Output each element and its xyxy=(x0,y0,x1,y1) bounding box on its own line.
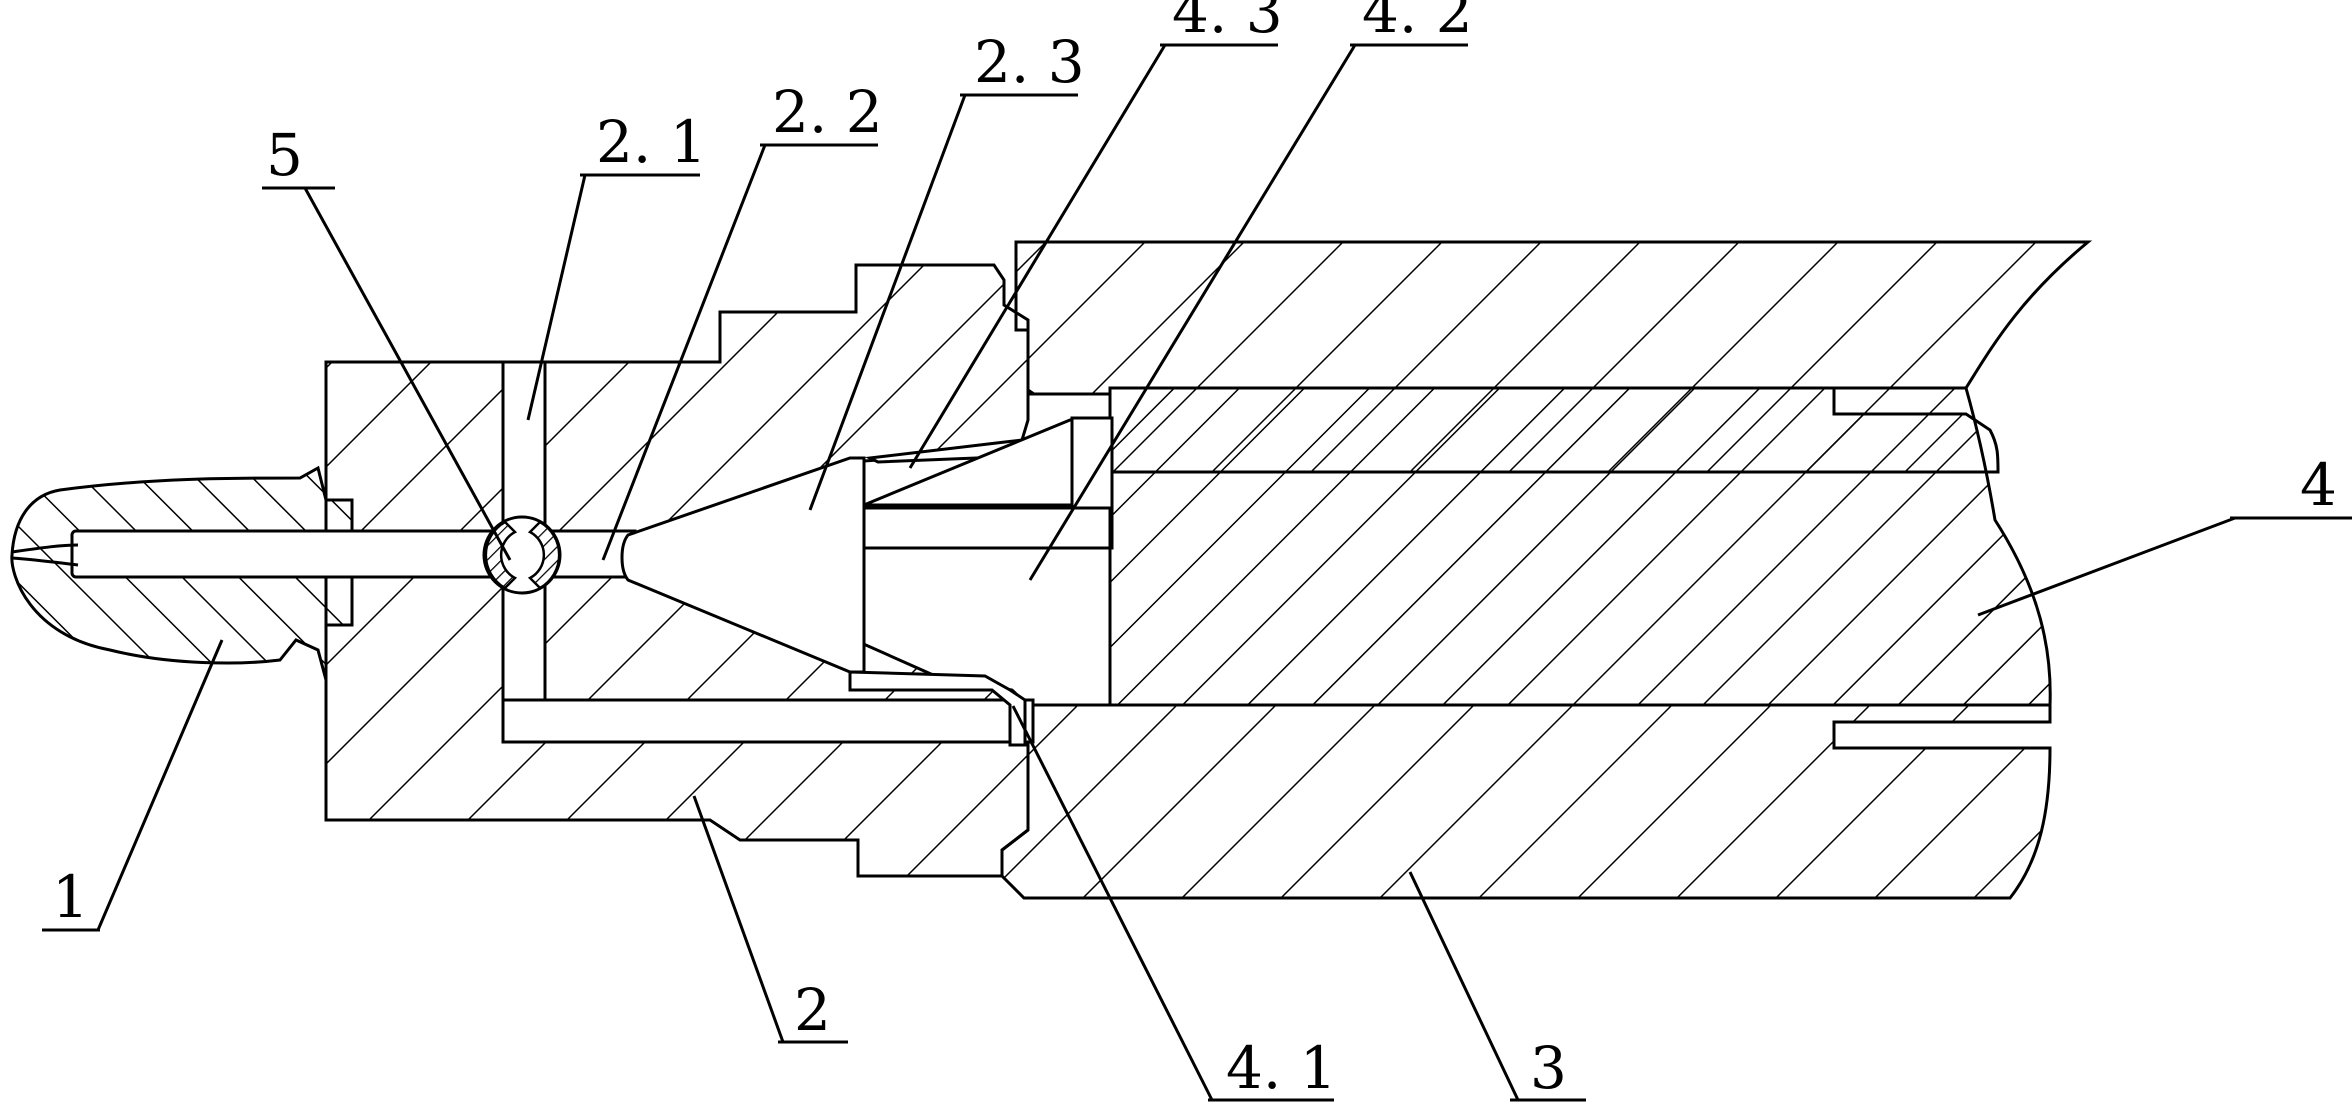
label-2-2: 2. 2 xyxy=(772,78,883,146)
label-4-1: 4. 1 xyxy=(1226,1034,1337,1102)
label-5: 5 xyxy=(266,121,303,189)
label-2-3: 2. 3 xyxy=(974,28,1085,96)
channel-4-2-horizontal xyxy=(862,506,1112,550)
part-5-seal xyxy=(484,520,561,590)
label-4: 4 xyxy=(2300,451,2337,519)
label-2: 2 xyxy=(794,976,831,1044)
leader-lines xyxy=(42,43,2352,1102)
channel-bottom xyxy=(501,698,1035,744)
cone-2-3 xyxy=(620,456,866,674)
label-4-2: 4. 2 xyxy=(1362,0,1473,46)
part-3-housing-lower xyxy=(1000,703,2052,900)
channel-4-1 xyxy=(848,670,1027,747)
label-1: 1 xyxy=(52,863,89,931)
channel-axial-bore xyxy=(70,529,504,579)
label-2-1: 2. 1 xyxy=(596,108,707,176)
label-4-3: 4. 3 xyxy=(1172,0,1283,46)
label-3: 3 xyxy=(1530,1034,1567,1102)
part-4-core xyxy=(1108,386,2052,707)
tip-bore-end xyxy=(11,543,79,567)
